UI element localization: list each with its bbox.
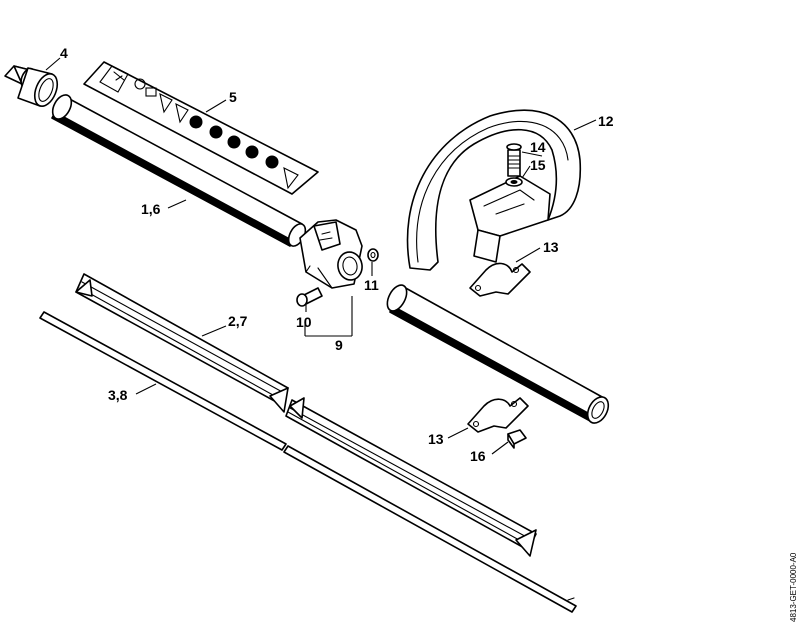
part-4-end-cap [4,65,59,108]
label-part-11: 11 [364,277,379,293]
leader-lines [45,57,597,455]
label-part-13-upper: 13 [543,239,559,255]
part-1-6-drive-tube [51,94,307,247]
part-11-nut [367,248,379,262]
label-part-3-8: 3,8 [108,387,128,403]
part-10-screw [296,287,323,307]
part-16-square-nut [507,429,527,449]
label-part-5: 5 [229,89,237,105]
label-part-14: 14 [530,139,546,155]
part-14-15-screw-washer [505,143,523,187]
label-part-12: 12 [598,113,614,129]
part-9-clamp [299,219,363,289]
label-part-2-7: 2,7 [228,313,248,329]
part-13-upper-clamp [469,262,531,297]
part-5-label-sheet [83,61,319,195]
drawing-code: 4813-GET-0000-A0 [789,552,798,622]
label-part-4: 4 [60,45,68,61]
label-part-16: 16 [470,448,486,464]
label-part-10: 10 [296,314,312,330]
label-part-9: 9 [335,337,343,353]
label-part-1-6: 1,6 [141,201,161,217]
label-part-13-lower: 13 [428,431,444,447]
part-13-lower-clamp [467,397,529,433]
label-part-15: 15 [530,157,546,173]
lower-tube [386,284,610,424]
part-3-8-drive-shaft [39,311,577,613]
part-2-7-shaft-sleeve [75,273,537,557]
